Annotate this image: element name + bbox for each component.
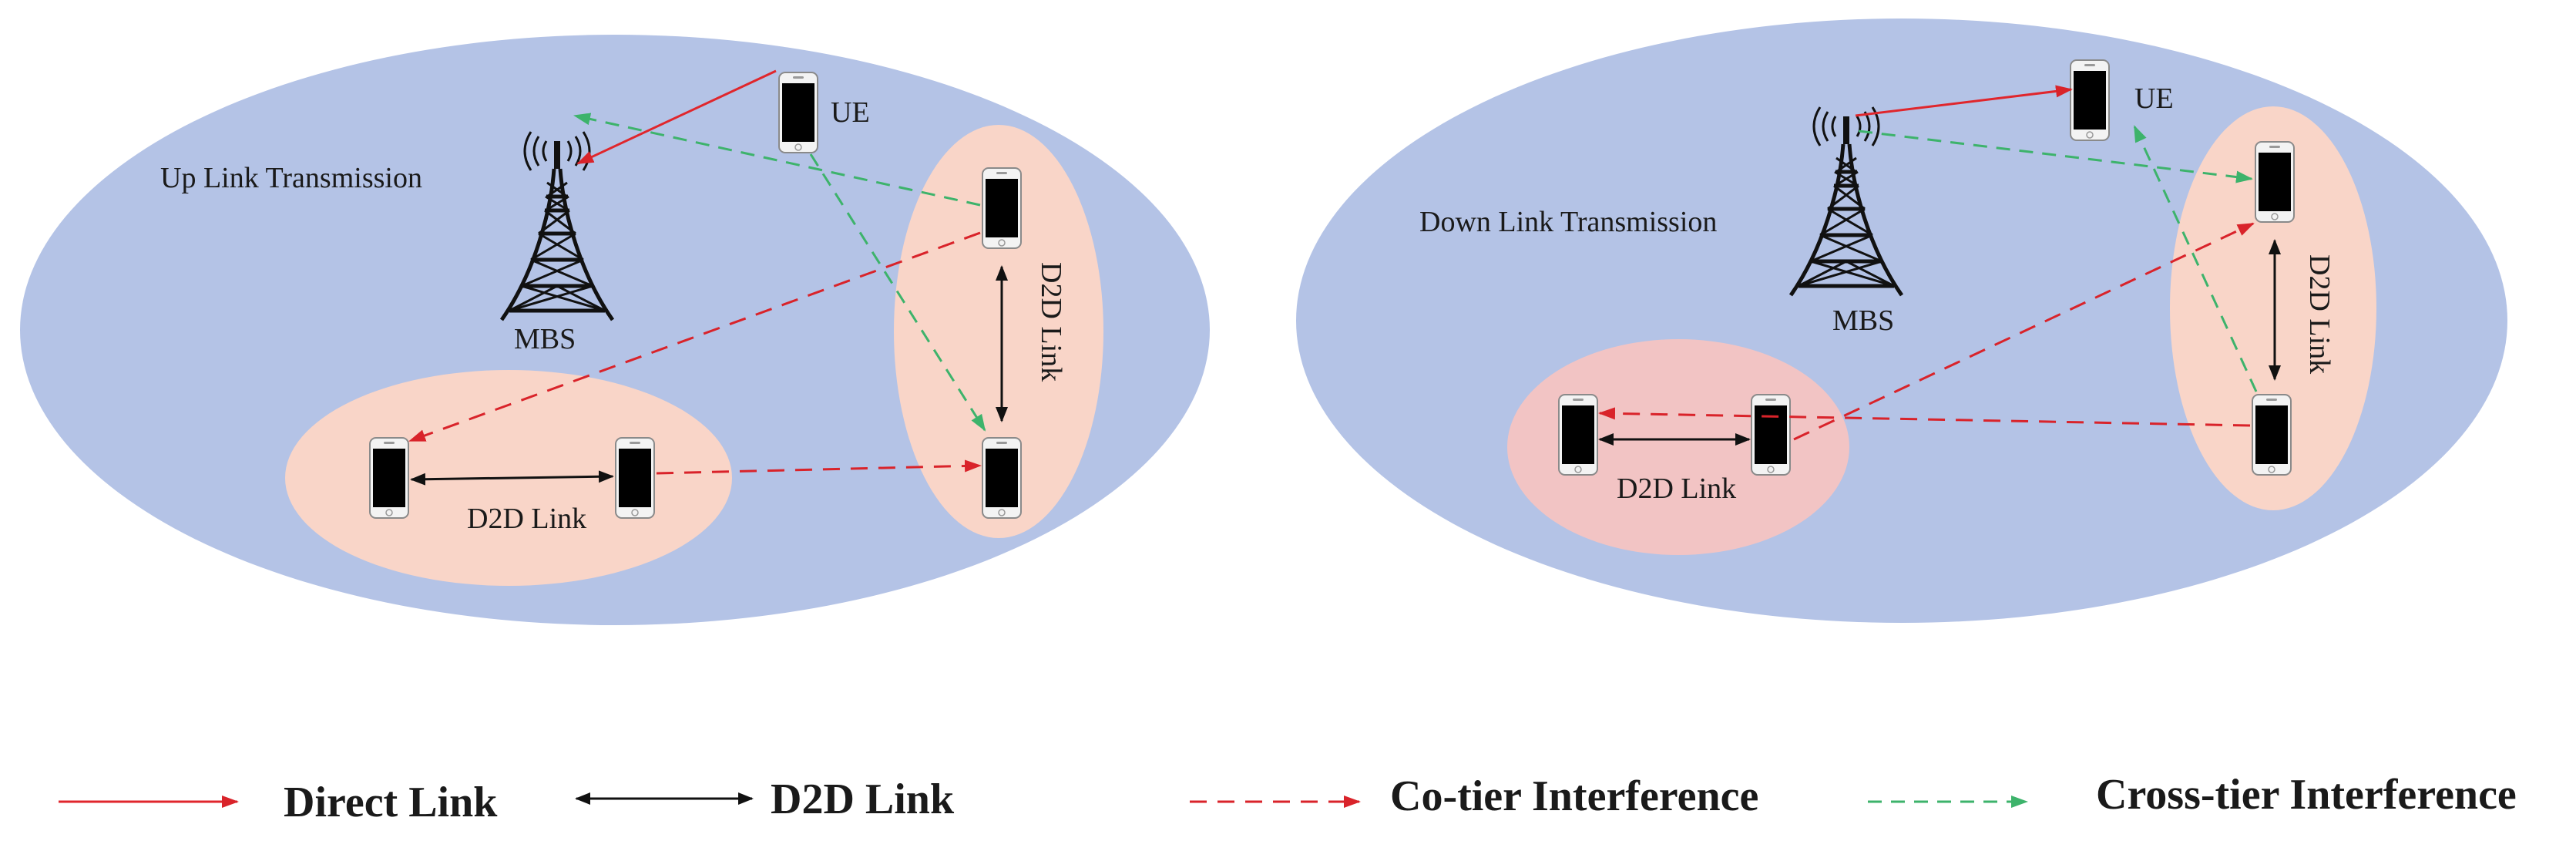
d2d-link-label-vertical: D2D Link [2303, 254, 2336, 374]
uplink-direct-link [576, 69, 777, 165]
uplink-title: Up Link Transmission [160, 162, 422, 194]
d2d-phone-top-right [2255, 141, 2295, 223]
legend-d2d-link: D2D Link [575, 775, 955, 823]
downlink-crosstier-d2d-to-ue [2133, 125, 2258, 392]
mbs-label: MBS [1832, 304, 1894, 337]
d2d-link-label-vertical: D2D Link [1035, 262, 1067, 382]
legend-cotier: Co-tier Interference [1190, 772, 1758, 820]
downlink-cotier-center-to-right [1793, 222, 2255, 441]
d2d-phone-center [615, 437, 655, 519]
downlink-direct-link [1855, 85, 2073, 117]
legend-crosstier-label: Cross-tier Interference [2096, 771, 2517, 819]
legend-direct-link: Direct Link [59, 779, 498, 826]
downlink-cotier-right-to-left [1598, 407, 2251, 427]
mbs-label: MBS [514, 323, 576, 355]
d2d-phone-left [1558, 394, 1598, 476]
d2d-phone-center [1751, 394, 1791, 476]
downlink-panel: Down Link Transmission MBS UE D2D Link D… [1296, 19, 2507, 623]
legend: Direct Link D2D Link Co-tier Interferenc… [59, 771, 2517, 826]
d2d-link-label-horizontal: D2D Link [467, 503, 586, 535]
ue-phone [778, 72, 818, 153]
d2d-link-label-horizontal: D2D Link [1617, 473, 1736, 505]
downlink-cluster-left [1507, 339, 1849, 555]
uplink-panel: Up Link Transmission MBS UE D2D Link D2D… [20, 35, 1210, 625]
uplink-cotier-right-to-left [408, 231, 981, 442]
d2d-phone-left [369, 437, 409, 519]
ue-label: UE [831, 96, 870, 129]
legend-direct-label: Direct Link [284, 779, 498, 826]
uplink-d2d-link-horizontal [410, 470, 614, 486]
uplink-crosstier-ue-to-d2d [809, 153, 986, 432]
legend-crosstier: Cross-tier Interference [1868, 771, 2517, 819]
legend-cotier-label: Co-tier Interference [1390, 772, 1758, 820]
d2d-phone-bottom-right [982, 437, 1022, 519]
downlink-crosstier-mbs-to-d2d [1858, 130, 2253, 183]
ue-phone [2070, 59, 2110, 141]
ue-label: UE [2134, 82, 2174, 115]
downlink-title: Down Link Transmission [1419, 206, 1717, 238]
d2d-phone-bottom-right [2252, 394, 2292, 476]
legend-d2d-label: D2D Link [771, 775, 955, 823]
d2d-phone-top-right [982, 167, 1022, 249]
